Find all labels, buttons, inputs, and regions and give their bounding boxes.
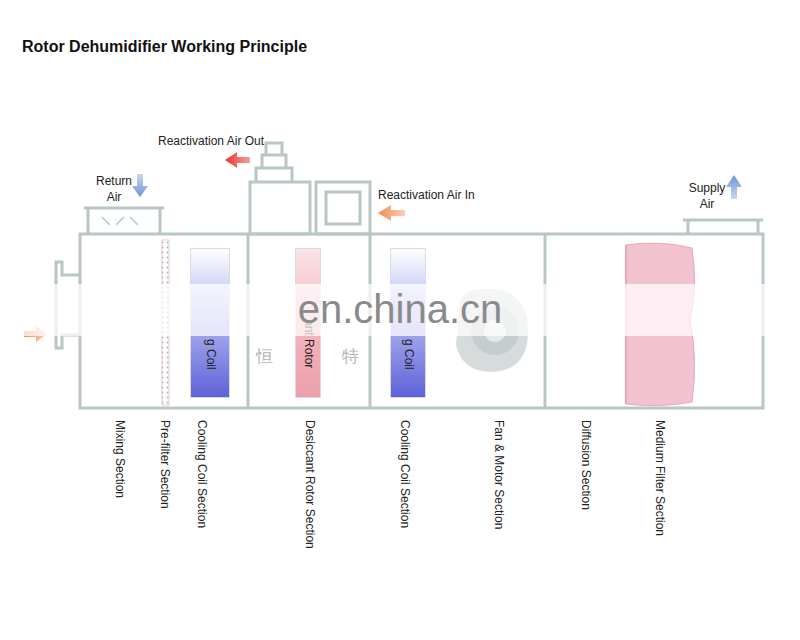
- inlet-flange: [56, 262, 80, 348]
- diagram-title: Rotor Dehumidifier Working Principle: [22, 38, 307, 56]
- unit-housing: [80, 234, 763, 408]
- watermark: 特: [342, 345, 359, 368]
- air-stream-label: Supply Air: [684, 180, 730, 212]
- part-label: g Coil: [204, 339, 218, 370]
- watermark: 恒: [256, 345, 273, 368]
- watermark: en.china.cn: [298, 287, 503, 332]
- outdoor-air-arrow: [24, 326, 47, 342]
- reactivation-out-arrow: [225, 152, 250, 168]
- section-name: Medium Filter Section: [653, 420, 667, 536]
- section-name: Fan & Motor Section: [492, 420, 506, 529]
- supply-air-hood: [683, 220, 763, 234]
- section-name: Desiccant Rotor Section: [303, 420, 317, 549]
- part-label: g Coil: [402, 339, 416, 370]
- return-air-hood: [84, 208, 164, 234]
- reactivation-inlet-box: [316, 182, 370, 234]
- section-name: Cooling Coil Section: [195, 420, 209, 528]
- supply-air-arrow: [726, 175, 742, 199]
- reactivation-fan-box: [250, 182, 310, 234]
- reactivation-in-arrow: [378, 205, 405, 221]
- return-air-arrow: [132, 174, 148, 197]
- section-name: Diffusion Section: [579, 420, 593, 510]
- pre-filter: [162, 240, 169, 405]
- medium-filter: [626, 243, 695, 406]
- section-name: Pre-filter Section: [158, 420, 172, 509]
- cooling-coil: g Coil: [190, 248, 230, 398]
- air-stream-label: Return Air: [92, 173, 136, 205]
- air-stream-label: Reactivation Air In: [378, 188, 475, 202]
- section-name: Mixing Section: [113, 420, 127, 498]
- air-stream-label: Reactivation Air Out: [158, 134, 264, 148]
- section-name: Cooling Coil Section: [398, 420, 412, 528]
